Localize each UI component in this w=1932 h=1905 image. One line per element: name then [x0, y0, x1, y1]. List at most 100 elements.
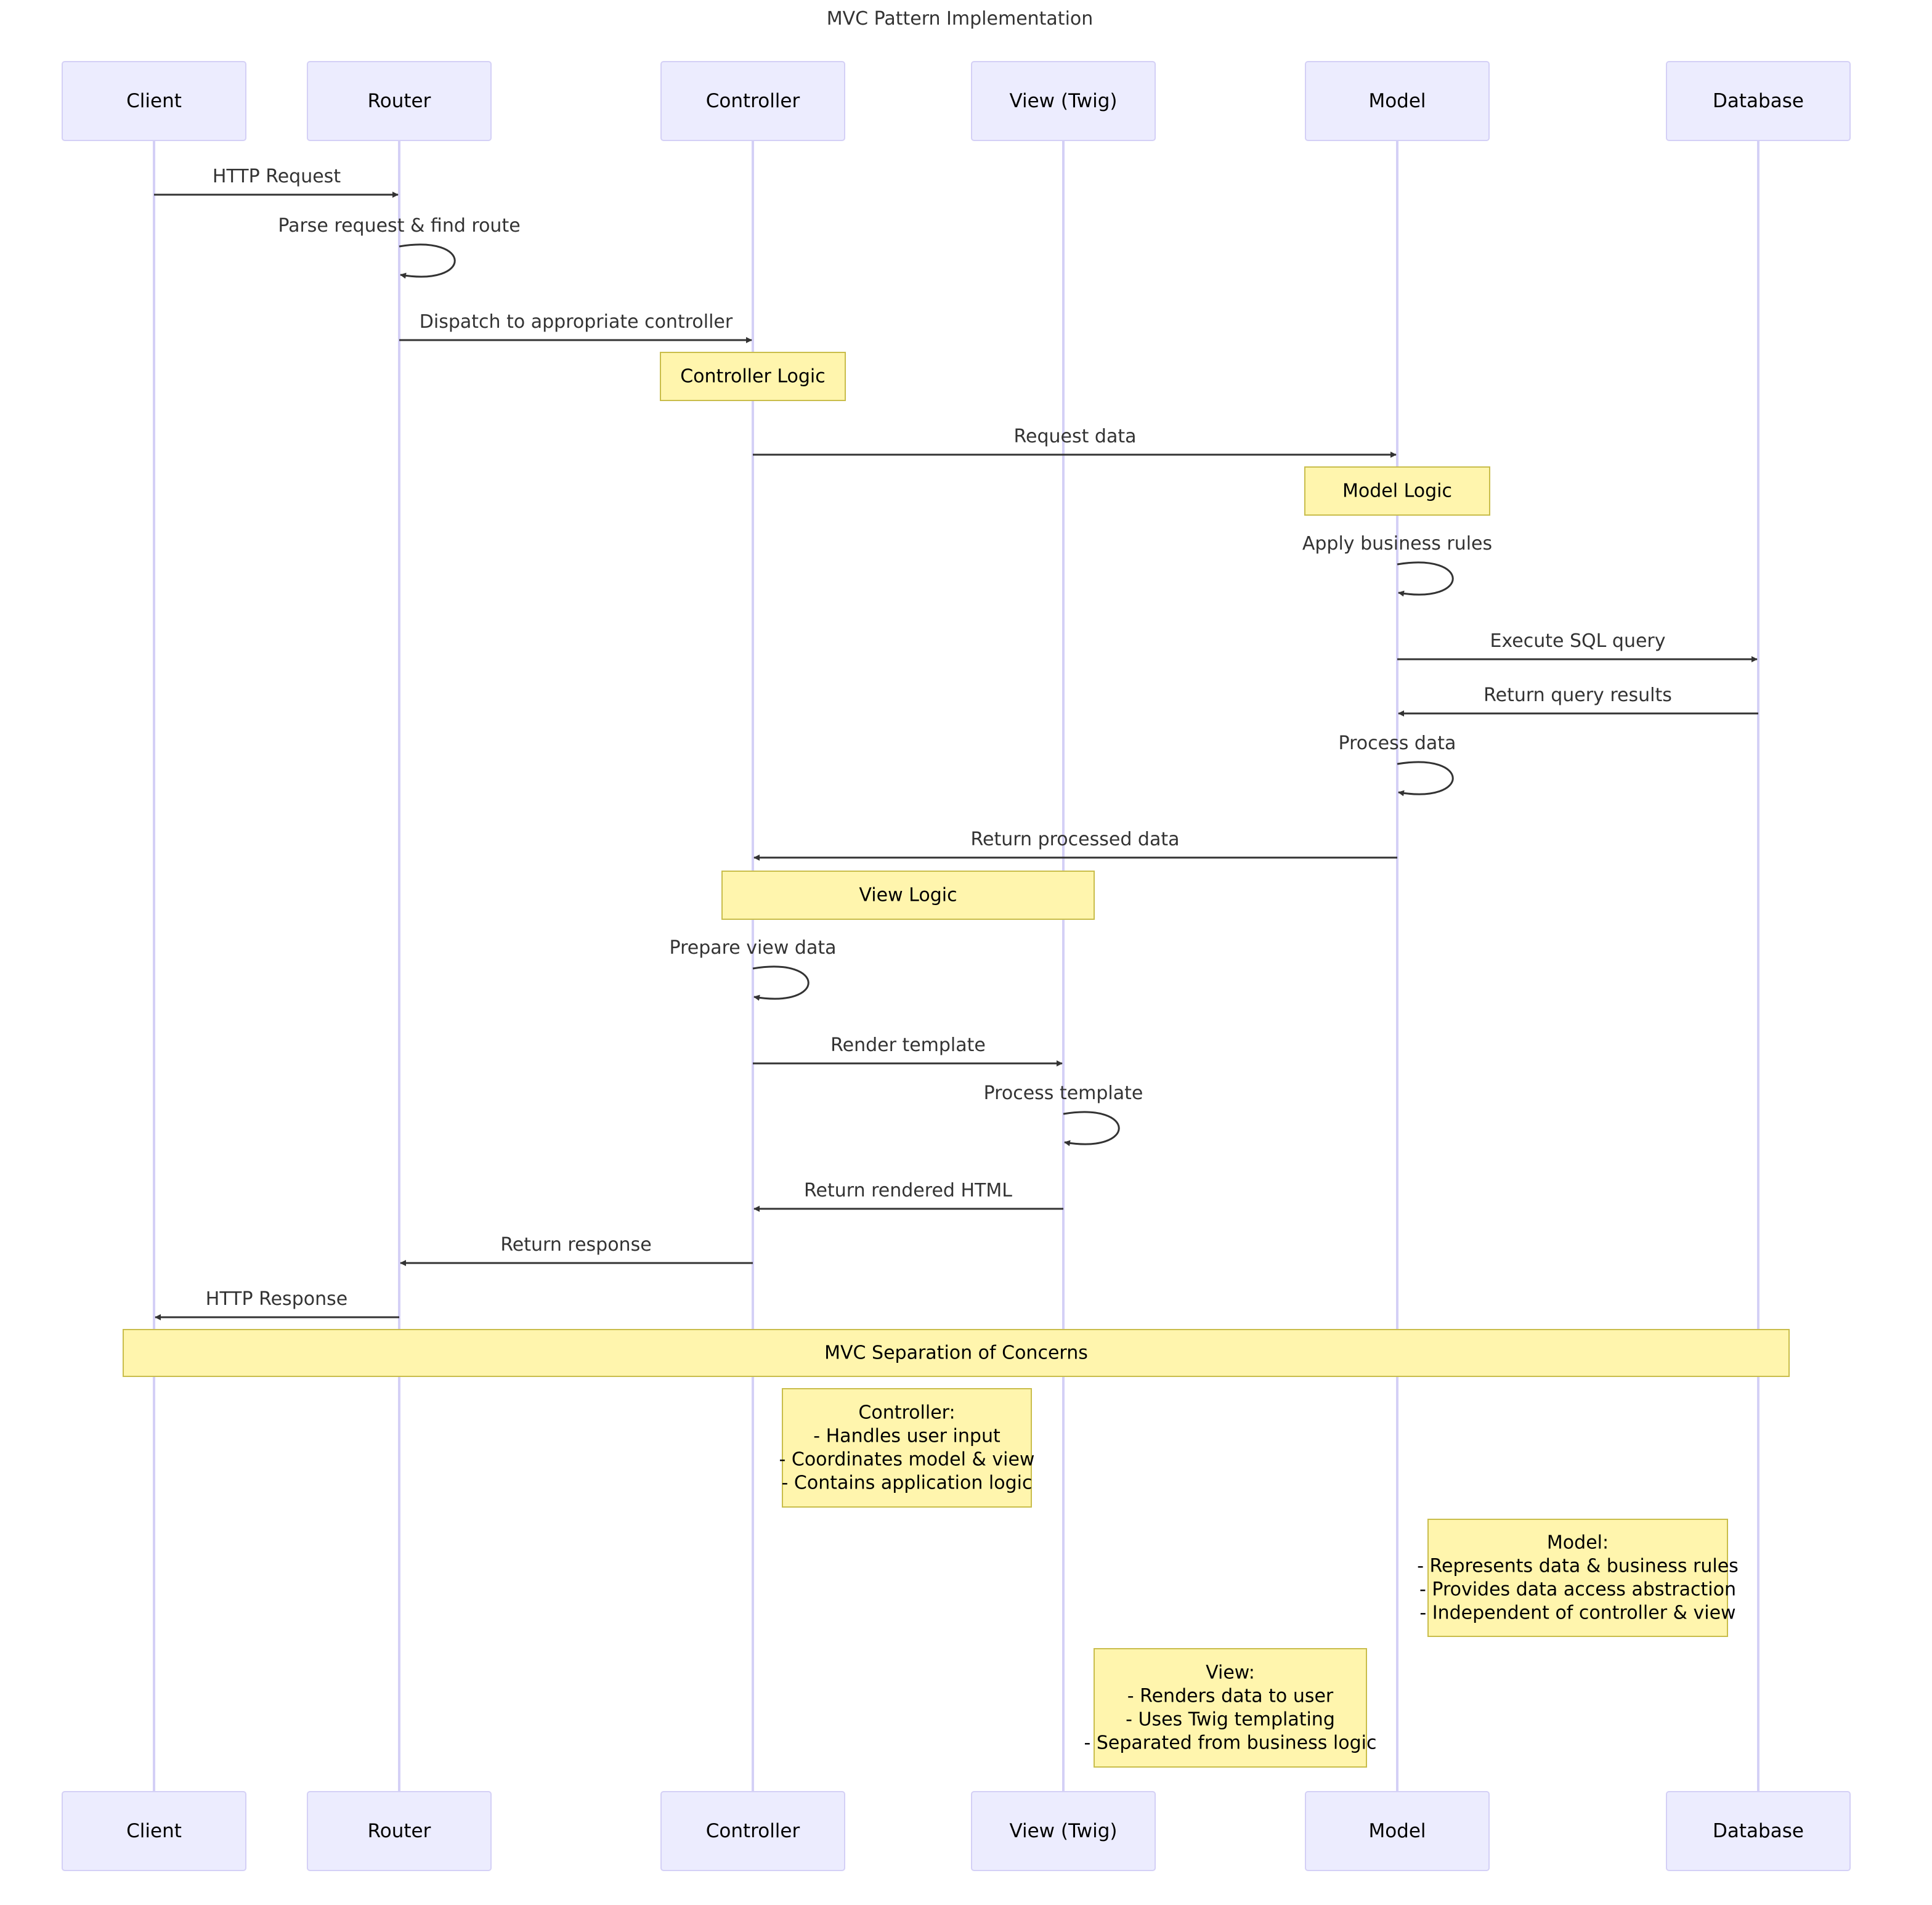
- note-box: [1094, 1648, 1367, 1768]
- actor-label: Database: [1713, 1820, 1804, 1842]
- actor-database-bottom: Database: [1666, 1791, 1851, 1871]
- note-controller-logic: Controller Logic: [660, 352, 846, 401]
- message-5: Apply business rules: [1302, 533, 1492, 597]
- note-line: View Logic: [859, 885, 957, 906]
- message-label: Dispatch to appropriate controller: [420, 311, 733, 333]
- actors-top: Client Router Controller View (Twig) Model Da…: [62, 61, 1851, 141]
- actor-view-bottom: View (Twig): [971, 1791, 1156, 1871]
- actor-box: [62, 1791, 246, 1871]
- note-box: [660, 352, 846, 401]
- actor-router-bottom: Router: [307, 1791, 492, 1871]
- message-label: Process template: [984, 1082, 1143, 1104]
- note-box: [123, 1329, 1790, 1377]
- actor-label: Router: [368, 1820, 431, 1842]
- actor-label: Database: [1713, 90, 1804, 112]
- note-model-details: Model:- Represents data & business rules…: [1417, 1519, 1739, 1637]
- note-view-details: View:- Renders data to user- Uses Twig t…: [1084, 1648, 1377, 1768]
- message-4: Request data: [753, 426, 1397, 458]
- note-line: Model Logic: [1342, 481, 1452, 502]
- actor-box: [307, 61, 492, 141]
- self-message-arrow: [1397, 761, 1454, 797]
- actor-box: [660, 61, 845, 141]
- message-11: Render template: [753, 1034, 1063, 1066]
- message-label: Return rendered HTML: [804, 1180, 1012, 1201]
- actor-model-bottom: Model: [1305, 1791, 1490, 1871]
- message-label: Process data: [1339, 733, 1456, 754]
- lifelines: [153, 140, 1760, 1792]
- actor-box: [1305, 1791, 1490, 1871]
- actor-box: [971, 1791, 1156, 1871]
- diagram-title: MVC Pattern Implementation: [827, 8, 1094, 30]
- actor-view-top: View (Twig): [971, 61, 1156, 141]
- message-8: Process data: [1339, 733, 1456, 797]
- message-3: Dispatch to appropriate controller: [399, 311, 752, 343]
- note-box: [1304, 466, 1490, 516]
- actor-controller-top: Controller: [660, 61, 845, 141]
- message-13: Return rendered HTML: [753, 1180, 1063, 1212]
- actor-box: [307, 1791, 492, 1871]
- message-label: Request data: [1014, 426, 1137, 447]
- note-line: Controller:: [858, 1402, 955, 1424]
- note-line: - Uses Twig templating: [1126, 1709, 1335, 1731]
- note-box: [721, 871, 1095, 920]
- actor-box: [62, 61, 246, 141]
- note-line: - Independent of controller & view: [1419, 1602, 1735, 1624]
- actor-box: [1666, 61, 1851, 141]
- actor-model-top: Model: [1305, 61, 1490, 141]
- actor-box: [971, 61, 1156, 141]
- actor-box: [660, 1791, 845, 1871]
- message-9: Return processed data: [753, 829, 1397, 861]
- actor-box: [1305, 61, 1490, 141]
- note-controller-details: Controller:- Handles user input- Coordin…: [779, 1388, 1035, 1508]
- message-label: Return response: [500, 1234, 651, 1256]
- note-box: [1427, 1519, 1728, 1637]
- message-label: HTTP Response: [206, 1288, 347, 1310]
- message-10: Prepare view data: [670, 937, 836, 1001]
- message-7: Return query results: [1398, 684, 1758, 717]
- actor-controller-bottom: Controller: [660, 1791, 845, 1871]
- self-message-arrow: [752, 965, 810, 1001]
- message-6: Execute SQL query: [1397, 630, 1758, 662]
- message-label: Apply business rules: [1302, 533, 1492, 554]
- actor-label: View (Twig): [1009, 1820, 1117, 1842]
- note-line: - Separated from business logic: [1084, 1732, 1376, 1754]
- message-label: Return processed data: [971, 829, 1180, 850]
- note-box: [782, 1388, 1032, 1508]
- actor-label: Client: [126, 1820, 182, 1842]
- self-message-arrow: [1063, 1111, 1120, 1147]
- actor-label: Controller: [706, 1820, 800, 1842]
- note-line: - Provides data access abstraction: [1419, 1579, 1736, 1601]
- actor-label: Model: [1368, 90, 1426, 112]
- note-line: - Renders data to user: [1127, 1686, 1334, 1707]
- message-12: Process template: [984, 1082, 1143, 1147]
- message-label: Parse request & find route: [278, 215, 520, 237]
- actor-label: Router: [368, 90, 431, 112]
- actors-bottom: Client Router Controller View (Twig) Model Da…: [62, 1791, 1851, 1871]
- actor-client-top: Client: [62, 61, 246, 141]
- note-line: - Coordinates model & view: [779, 1449, 1035, 1471]
- message-1: HTTP Request: [154, 166, 399, 198]
- message-label: Render template: [830, 1034, 986, 1056]
- note-line: - Contains application logic: [782, 1472, 1033, 1494]
- actor-label: Model: [1368, 1820, 1426, 1842]
- note-line: Controller Logic: [680, 366, 826, 388]
- actor-database-top: Database: [1666, 61, 1851, 141]
- note-line: MVC Separation of Concerns: [824, 1342, 1088, 1364]
- actor-box: [1666, 1791, 1851, 1871]
- message-15: HTTP Response: [155, 1288, 399, 1320]
- actor-label: Client: [126, 90, 182, 112]
- self-message-arrow: [1397, 561, 1454, 597]
- message-2: Parse request & find route: [278, 215, 521, 279]
- actor-label: View (Twig): [1009, 90, 1117, 112]
- message-label: Execute SQL query: [1490, 630, 1665, 652]
- note-model-logic: Model Logic: [1304, 466, 1490, 516]
- message-label: HTTP Request: [213, 166, 341, 187]
- note-view-logic: View Logic: [721, 871, 1095, 920]
- note-line: - Handles user input: [813, 1426, 1000, 1447]
- message-label: Return query results: [1484, 684, 1672, 706]
- actor-client-bottom: Client: [62, 1791, 246, 1871]
- actor-label: Controller: [706, 90, 800, 112]
